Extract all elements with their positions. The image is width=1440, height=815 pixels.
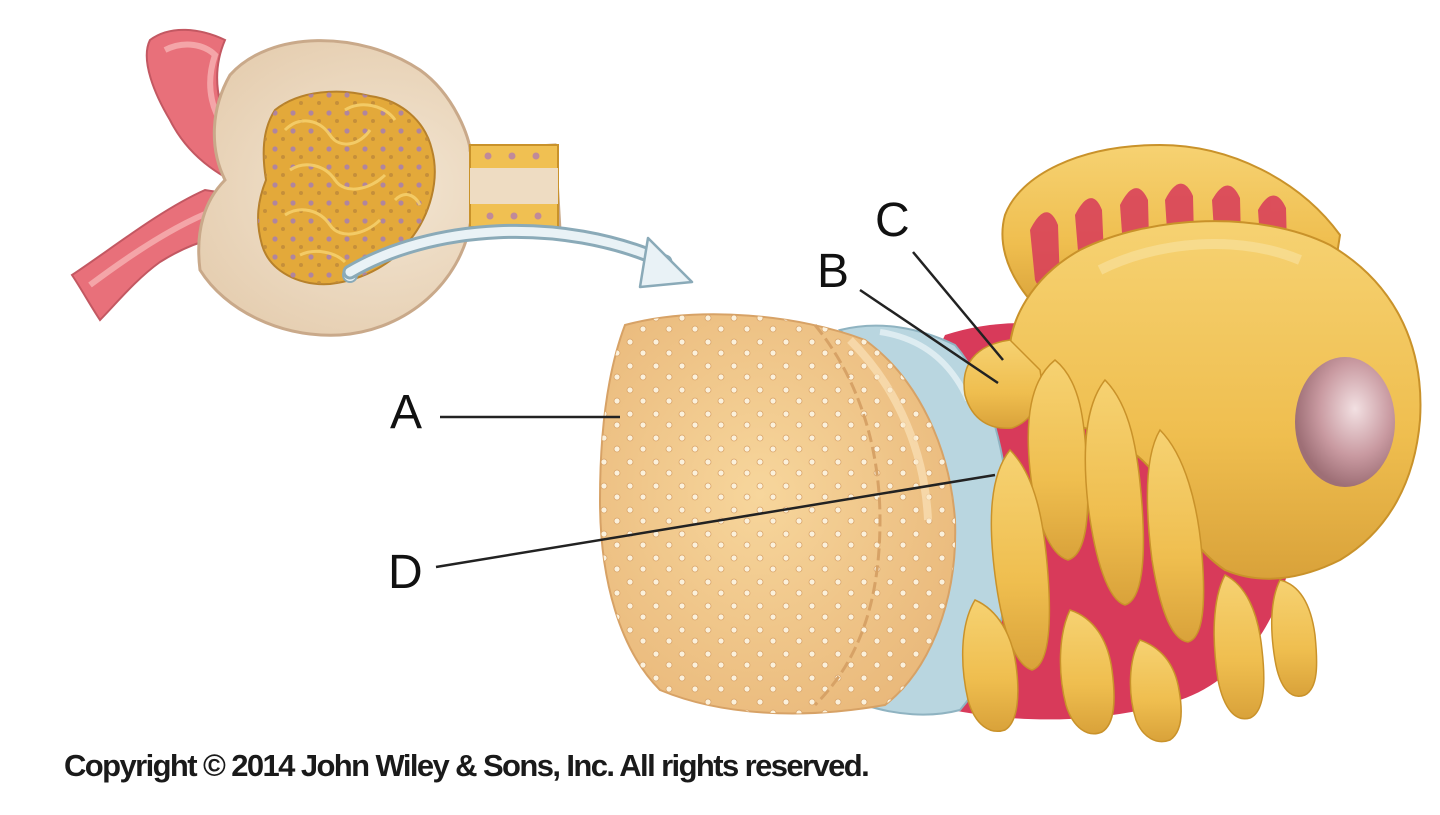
label-d: D bbox=[388, 546, 423, 599]
fenestrated-endothelium bbox=[598, 313, 957, 715]
podocyte-nucleus bbox=[1295, 357, 1395, 487]
glomerulus bbox=[257, 90, 436, 286]
label-b: B bbox=[817, 245, 849, 298]
curved-arrow-icon bbox=[342, 223, 694, 289]
label-c: C bbox=[875, 194, 910, 247]
podocyte-enlargement bbox=[598, 143, 1422, 743]
renal-corpuscle-illustration bbox=[70, 28, 562, 337]
leader-lines bbox=[435, 251, 1004, 569]
leader-line-d bbox=[435, 473, 996, 569]
leader-line-b bbox=[859, 288, 999, 385]
copyright-notice: Copyright © 2014 John Wiley & Sons, Inc.… bbox=[64, 748, 870, 783]
label-a: A bbox=[390, 386, 422, 439]
leader-line-c bbox=[912, 251, 1004, 361]
pedicels bbox=[961, 339, 1318, 743]
